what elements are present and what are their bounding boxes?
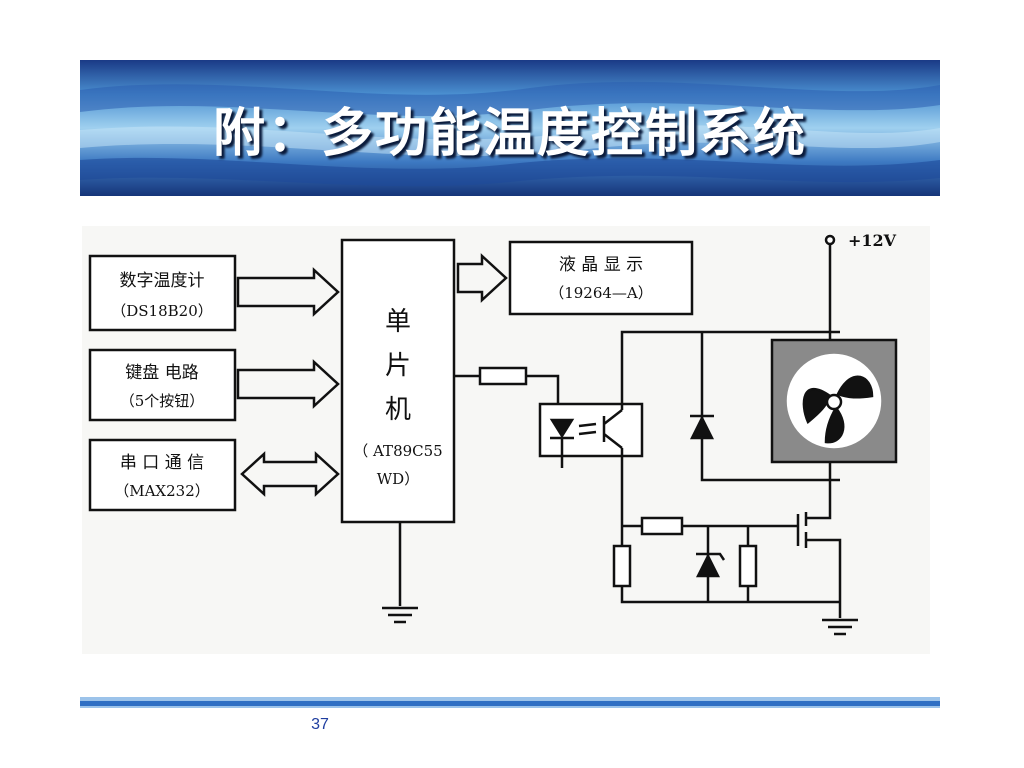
supply-terminal-icon xyxy=(824,234,836,246)
serial-model: （MAX232） xyxy=(114,482,210,500)
mcu-model-line2: WD） xyxy=(377,470,419,488)
lcd-model: （19264—A） xyxy=(549,284,653,302)
lcd-arrow xyxy=(456,253,508,303)
slide-title: 附：多功能温度控制系统 xyxy=(212,103,807,164)
pulldown-resistor-icon xyxy=(612,544,632,588)
supply-voltage-label: +12V xyxy=(848,231,897,250)
temp-sensor-label: 数字温度计 xyxy=(120,271,205,291)
power-ground-icon xyxy=(822,618,858,636)
serial-double-arrow xyxy=(240,451,340,497)
light-coupling-icon xyxy=(578,422,597,436)
page-number: 37 xyxy=(311,716,329,733)
led-diode-icon xyxy=(549,418,575,439)
temp-sensor-model: （DS18B20） xyxy=(111,302,213,320)
fan-hub-icon xyxy=(825,393,843,411)
zener-bar xyxy=(696,552,726,561)
supply-rail xyxy=(620,330,840,396)
mcu-char-2: 片 xyxy=(385,351,411,381)
phototransistor-icon xyxy=(602,409,623,449)
gate-resistor2-icon xyxy=(738,544,758,588)
mcu-block xyxy=(340,238,456,524)
serial-block xyxy=(88,438,237,512)
footer-rule xyxy=(80,701,940,706)
diode-branch-wire xyxy=(700,332,840,482)
circuit-diagram: 数字温度计 （DS18B20） 键盘 电路 （5个按钮） 串 口 通 信 （MA… xyxy=(82,226,930,654)
freewheel-diode-icon xyxy=(689,415,715,440)
optocoupler-block xyxy=(538,402,644,458)
bottom-rail xyxy=(620,586,840,604)
fan-blade-icon-2 xyxy=(836,375,874,399)
keyboard-label: 键盘 电路 xyxy=(125,363,198,383)
banner-background xyxy=(80,60,940,196)
keyboard-arrow xyxy=(236,359,340,409)
mcu-model-line1: （ AT89C55 xyxy=(353,442,442,460)
keyboard-block xyxy=(88,348,237,422)
fan-blade-icon-3 xyxy=(824,405,845,444)
resistor-icon xyxy=(478,366,528,386)
led-wire xyxy=(550,436,574,468)
mcu-char-3: 机 xyxy=(385,395,411,425)
temp-sensor-block xyxy=(88,254,237,332)
lcd-block xyxy=(508,240,694,316)
fan-blade-icon xyxy=(802,388,832,425)
gate-resistor-icon xyxy=(640,516,684,536)
title-banner: 附：多功能温度控制系统 xyxy=(80,60,940,196)
temp-arrow xyxy=(236,267,340,317)
serial-label: 串 口 通 信 xyxy=(120,453,204,473)
zener-diode-icon xyxy=(695,553,721,578)
mosfet-icon xyxy=(796,510,842,602)
ground-icon xyxy=(382,606,418,624)
resistor-wire xyxy=(526,374,560,404)
footer-rule-light-2 xyxy=(80,706,940,708)
keyboard-detail: （5个按钮） xyxy=(120,392,205,410)
lcd-label: 液 晶 显 示 xyxy=(559,255,643,275)
footer-rule-light xyxy=(80,697,940,701)
mcu-char-1: 单 xyxy=(385,307,411,337)
